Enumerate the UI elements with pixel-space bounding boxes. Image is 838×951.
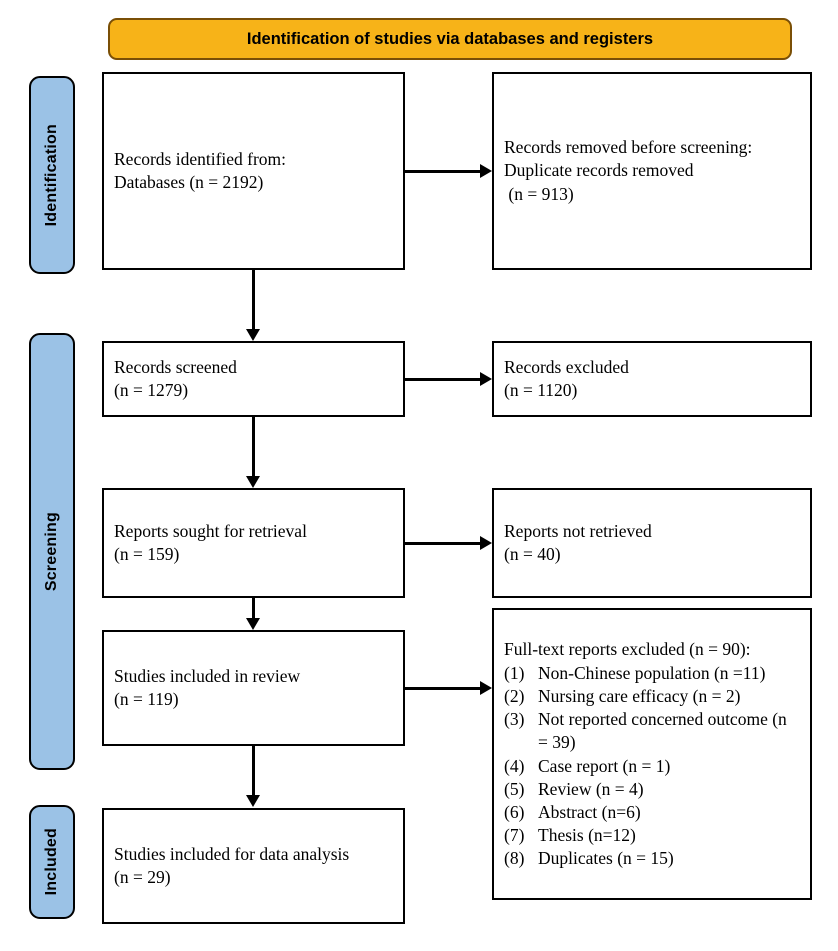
reason-text: Review (n = 4) [538, 778, 644, 799]
stage-label-screening-text: Screening [43, 511, 60, 592]
connector-sought-to-studies-review [252, 598, 255, 619]
connector-sought-to-not-retrieved [405, 542, 482, 545]
arrowhead-screened-to-reports-sought [246, 476, 260, 488]
box-records-identified: Records identified from: Databases (n = … [102, 72, 405, 270]
reason-number: (6) [504, 801, 525, 822]
records-screened-line-1: Records screened [114, 356, 237, 377]
fulltext-excluded-heading: Full-text reports excluded (n = 90): [504, 639, 751, 660]
list-item: (2) Nursing care efficacy (n = 2) [504, 685, 800, 708]
fulltext-excluded-reason-list: (1) Non-Chinese population (n =11) (2) N… [504, 662, 800, 870]
stage-label-screening: Screening [29, 333, 75, 770]
arrowhead-identified-to-removed [480, 164, 492, 178]
records-identified-line-2: Databases (n = 2192) [114, 172, 264, 192]
reason-number: (7) [504, 824, 525, 845]
connector-identified-to-screened [252, 270, 255, 330]
studies-analysis-line-2: (n = 29) [114, 867, 171, 887]
studies-analysis-line-1: Studies included for data analysis [114, 843, 350, 864]
arrowhead-review-to-analysis [246, 795, 260, 807]
box-records-excluded: Records excluded (n = 1120) [492, 341, 812, 417]
stage-label-included-text: Included [43, 828, 60, 896]
box-studies-included-for-data-analysis: Studies included for data analysis (n = … [102, 808, 405, 924]
reports-sought-line-1: Reports sought for retrieval [114, 520, 307, 541]
records-removed-line-1: Records removed before screening: [504, 137, 753, 158]
reason-number: (5) [504, 778, 525, 799]
box-reports-sought-for-retrieval: Reports sought for retrieval (n = 159) [102, 488, 405, 598]
stage-label-included: Included [29, 805, 75, 919]
diagram-header-title: Identification of studies via databases … [246, 29, 654, 48]
stage-label-identification-text: Identification [43, 123, 60, 227]
reason-text: Duplicates (n = 15) [538, 847, 674, 868]
list-item: (3) Not reported concerned outcome (n = … [504, 708, 800, 754]
connector-screened-to-excluded [405, 378, 482, 381]
arrowhead-sought-to-not-retrieved [480, 536, 492, 550]
records-removed-line-3: (n = 913) [504, 183, 574, 204]
reason-number: (3) [504, 709, 525, 730]
arrowhead-screened-to-excluded [480, 372, 492, 386]
reason-text: Non-Chinese population (n =11) [538, 663, 766, 684]
reports-not-retrieved-line-2: (n = 40) [504, 544, 561, 564]
box-reports-not-retrieved: Reports not retrieved (n = 40) [492, 488, 812, 598]
records-excluded-line-2: (n = 1120) [504, 380, 578, 400]
box-records-screened: Records screened (n = 1279) [102, 341, 405, 417]
reason-text: Abstract (n=6) [538, 801, 641, 822]
connector-review-to-analysis [252, 746, 255, 796]
records-identified-line-1: Records identified from: [114, 148, 287, 169]
list-item: (6) Abstract (n=6) [504, 801, 800, 824]
connector-review-to-fulltext-excluded [405, 687, 482, 690]
reason-text: Nursing care efficacy (n = 2) [538, 686, 741, 707]
records-removed-line-2: Duplicate records removed [504, 160, 694, 181]
arrowhead-sought-to-studies-review [246, 618, 260, 630]
list-item: (5) Review (n = 4) [504, 778, 800, 801]
list-item: (4) Case report (n = 1) [504, 755, 800, 778]
connector-identified-to-removed [405, 170, 482, 173]
records-screened-line-2: (n = 1279) [114, 380, 189, 400]
studies-review-line-2: (n = 119) [114, 689, 179, 709]
studies-review-line-1: Studies included in review [114, 665, 301, 686]
reason-number: (4) [504, 755, 525, 776]
reason-text: Not reported concerned outcome (n = 39) [538, 709, 787, 753]
reason-number: (2) [504, 686, 525, 707]
reason-text: Case report (n = 1) [538, 755, 671, 776]
reports-sought-line-2: (n = 159) [114, 544, 180, 564]
box-records-removed-before-screening: Records removed before screening: Duplic… [492, 72, 812, 270]
reason-text: Thesis (n=12) [538, 824, 636, 845]
reports-not-retrieved-line-1: Reports not retrieved [504, 520, 652, 541]
list-item: (8) Duplicates (n = 15) [504, 847, 800, 870]
reason-number: (8) [504, 847, 525, 868]
arrowhead-review-to-fulltext-excluded [480, 681, 492, 695]
records-excluded-line-1: Records excluded [504, 356, 629, 377]
list-item: (7) Thesis (n=12) [504, 824, 800, 847]
stage-label-identification: Identification [29, 76, 75, 274]
box-studies-included-in-review: Studies included in review (n = 119) [102, 630, 405, 746]
diagram-header-banner: Identification of studies via databases … [108, 18, 792, 60]
box-fulltext-reports-excluded: Full-text reports excluded (n = 90): (1)… [492, 608, 812, 900]
arrowhead-identified-to-screened [246, 329, 260, 341]
reason-number: (1) [504, 663, 525, 684]
list-item: (1) Non-Chinese population (n =11) [504, 662, 800, 685]
connector-screened-to-reports-sought [252, 417, 255, 477]
